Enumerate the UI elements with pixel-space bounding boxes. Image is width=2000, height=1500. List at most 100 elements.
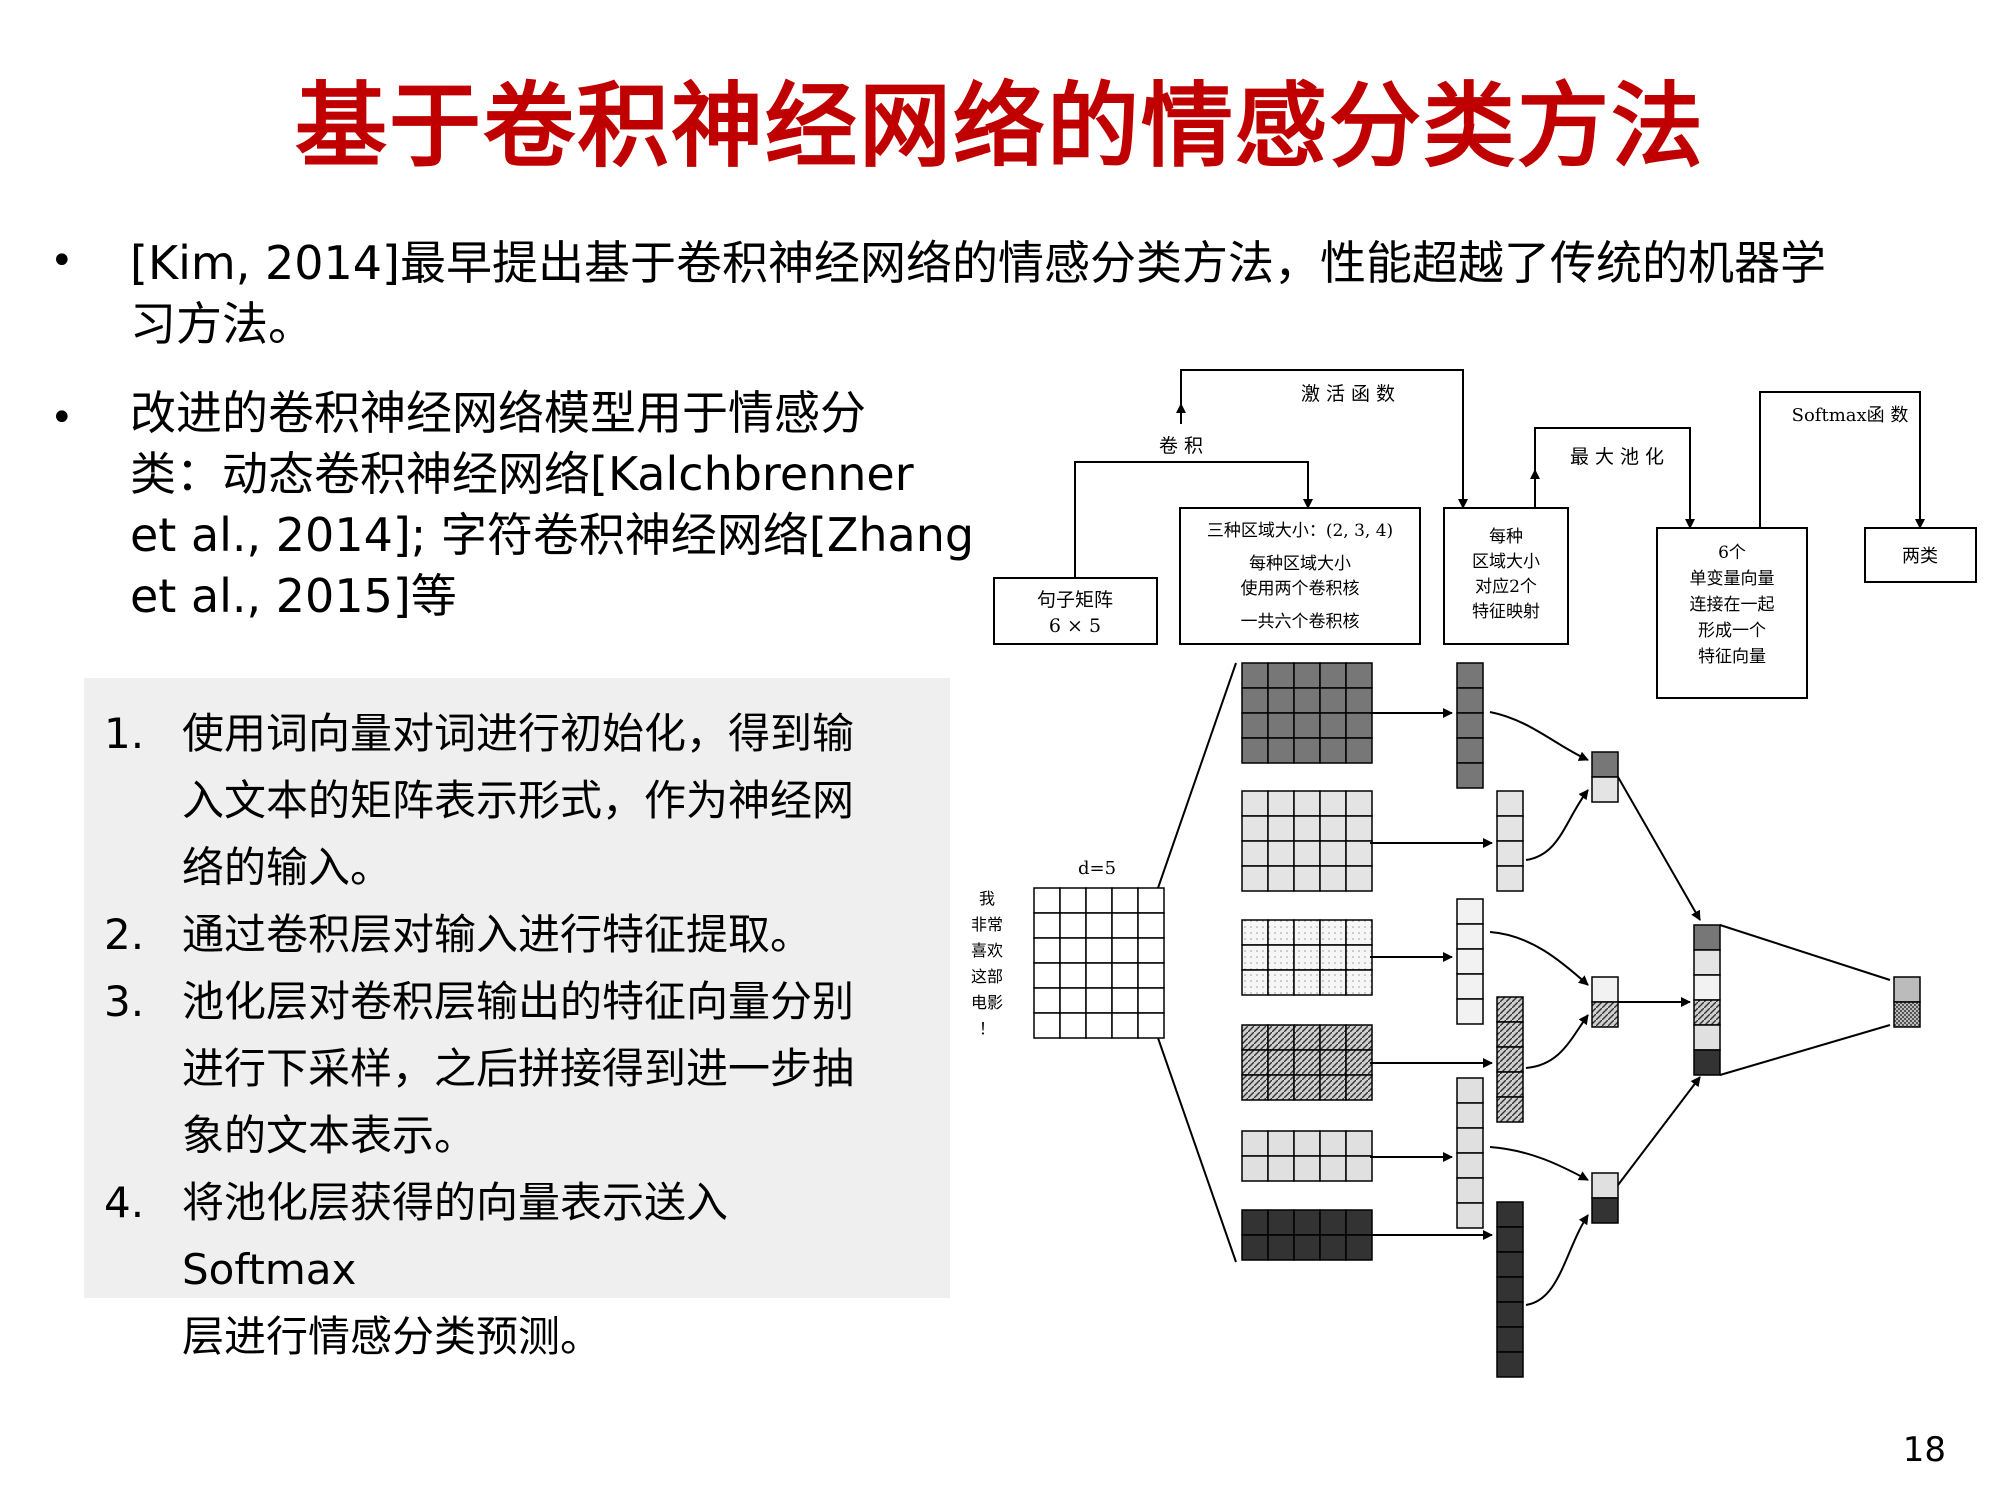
- step-text: 进行下采样，之后拼接得到进一步抽: [182, 1044, 855, 1093]
- grid-cell: [1267, 944, 1295, 971]
- bullet-2-line-3: et al., 2014]; 字符卷积神经网络[Zhang: [130, 508, 975, 562]
- grid-cell: [1591, 976, 1619, 1003]
- grid-cell: [1319, 815, 1347, 842]
- grid-cell: [1456, 1202, 1484, 1229]
- grid-cell: [1033, 1012, 1061, 1039]
- grid-cell: [1319, 1234, 1347, 1261]
- grid-cell: [1137, 912, 1165, 939]
- grid-cell: [1241, 790, 1269, 817]
- grid-cell: [1293, 969, 1321, 996]
- grid-cell: [1293, 865, 1321, 892]
- grid-cell: [1456, 1127, 1484, 1154]
- grid-cell: [1456, 662, 1484, 689]
- grid-cell: [1345, 662, 1373, 689]
- arrow: [1489, 931, 1589, 986]
- step-number: 2.: [104, 910, 145, 959]
- grid-cell: [1085, 912, 1113, 939]
- grid-cell: [1496, 840, 1524, 867]
- pooled-pair-2: [1591, 976, 1619, 1028]
- grid-cell: [1345, 1024, 1373, 1051]
- grid-cell: [1241, 815, 1269, 842]
- concat-vector: [1693, 924, 1721, 1076]
- grid-cell: [1345, 815, 1373, 842]
- pooled-pair-1: [1591, 751, 1619, 803]
- grid-cell: [1591, 1172, 1619, 1199]
- grid-cell: [1693, 1049, 1721, 1076]
- grid-cell: [1319, 712, 1347, 739]
- grid-cell: [1267, 662, 1295, 689]
- filter-2: [1241, 790, 1373, 892]
- grid-cell: [1059, 987, 1087, 1014]
- bullet-1-line-1: [Kim, 2014]最早提出基于卷积神经网络的情感分类方法，性能超越了传统的机…: [130, 236, 1826, 290]
- grid-cell: [1241, 969, 1269, 996]
- filters-group: [1241, 662, 1373, 1261]
- box-text: 特征向量: [1698, 647, 1766, 667]
- step-number: 3.: [104, 977, 145, 1026]
- feature-map-1: [1456, 662, 1484, 789]
- box-text: 对应2个: [1475, 577, 1537, 597]
- grid-cell: [1345, 840, 1373, 867]
- step-text: 池化层对卷积层输出的特征向量分别: [182, 977, 855, 1026]
- grid-cell: [1319, 944, 1347, 971]
- grid-cell: [1456, 712, 1484, 739]
- input-matrix: [1033, 887, 1165, 1039]
- link-line: [1719, 924, 1891, 981]
- grid-cell: [1293, 1130, 1321, 1157]
- grid-cell: [1085, 887, 1113, 914]
- slide-title: 基于卷积神经网络的情感分类方法: [294, 73, 1705, 180]
- grid-cell: [1345, 1234, 1373, 1261]
- grid-cell: [1241, 840, 1269, 867]
- grid-cell: [1241, 1155, 1269, 1182]
- grid-cell: [1085, 937, 1113, 964]
- grid-cell: [1496, 1276, 1524, 1303]
- grid-cell: [1267, 1234, 1295, 1261]
- bullet-1-line-2: 习方法。: [130, 297, 314, 351]
- box-text: 使用两个卷积核: [1241, 578, 1360, 599]
- box-text: 句子矩阵: [1037, 589, 1113, 611]
- grid-cell: [1059, 887, 1087, 914]
- grid-cell: [1267, 815, 1295, 842]
- grid-cell: [1345, 737, 1373, 764]
- grid-cell: [1456, 737, 1484, 764]
- grid-cell: [1456, 973, 1484, 1000]
- grid-cell: [1496, 1046, 1524, 1073]
- grid-cell: [1456, 898, 1484, 925]
- grid-cell: [1267, 712, 1295, 739]
- grid-cell: [1033, 937, 1061, 964]
- arrow: [1489, 711, 1589, 761]
- grid-cell: [1241, 687, 1269, 714]
- grid-cell: [1319, 919, 1347, 946]
- grid-cell: [1496, 1226, 1524, 1253]
- step-text: 将池化层获得的向量表示送入Softmax: [182, 1178, 729, 1294]
- grid-cell: [1496, 790, 1524, 817]
- grid-cell: [1241, 1049, 1269, 1076]
- grid-cell: [1059, 912, 1087, 939]
- fan-line: [1157, 1037, 1237, 1263]
- feature-map-3: [1456, 898, 1484, 1025]
- grid-cell: [1456, 1152, 1484, 1179]
- grid-cell: [1319, 865, 1347, 892]
- arrow: [1617, 1076, 1701, 1186]
- grid-cell: [1241, 662, 1269, 689]
- grid-cell: [1293, 790, 1321, 817]
- grid-cell: [1267, 1209, 1295, 1236]
- grid-cell: [1345, 1209, 1373, 1236]
- grid-cell: [1293, 1209, 1321, 1236]
- grid-cell: [1293, 1024, 1321, 1051]
- grid-cell: [1033, 962, 1061, 989]
- grid-cell: [1496, 996, 1524, 1023]
- step-number: 4.: [104, 1178, 145, 1227]
- two-classes-box: 两类: [1864, 527, 1977, 583]
- step-text: 络的输入。: [182, 843, 393, 892]
- step-text: 使用词向量对词进行初始化，得到输: [182, 709, 855, 758]
- grid-cell: [1293, 687, 1321, 714]
- grid-cell: [1267, 1155, 1295, 1182]
- grid-cell: [1111, 962, 1139, 989]
- sentence-char: 这部: [971, 967, 1003, 986]
- grid-cell: [1059, 937, 1087, 964]
- link-lines: [1157, 662, 1891, 1306]
- grid-cell: [1496, 1096, 1524, 1123]
- input-grid: [1033, 887, 1165, 1039]
- feature-map-5: [1456, 1077, 1484, 1229]
